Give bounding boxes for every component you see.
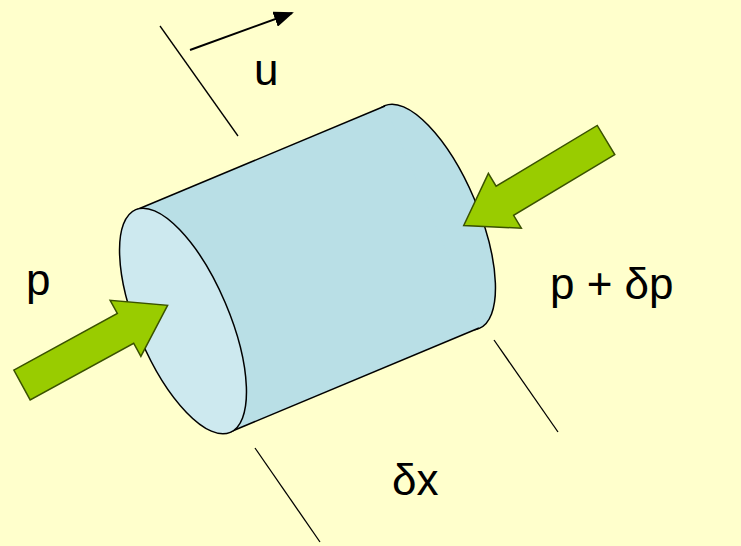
pressure-label: p + δp [550, 262, 674, 306]
velocity-arrow [190, 13, 292, 50]
pressure-arrow [447, 113, 622, 253]
length-label: δx [392, 458, 439, 502]
extension-line [255, 448, 320, 542]
velocity-label: u [254, 48, 278, 92]
cylinder [93, 88, 521, 451]
pressure-label: p [26, 258, 50, 302]
extension-line [160, 26, 238, 136]
extension-line [494, 340, 558, 432]
